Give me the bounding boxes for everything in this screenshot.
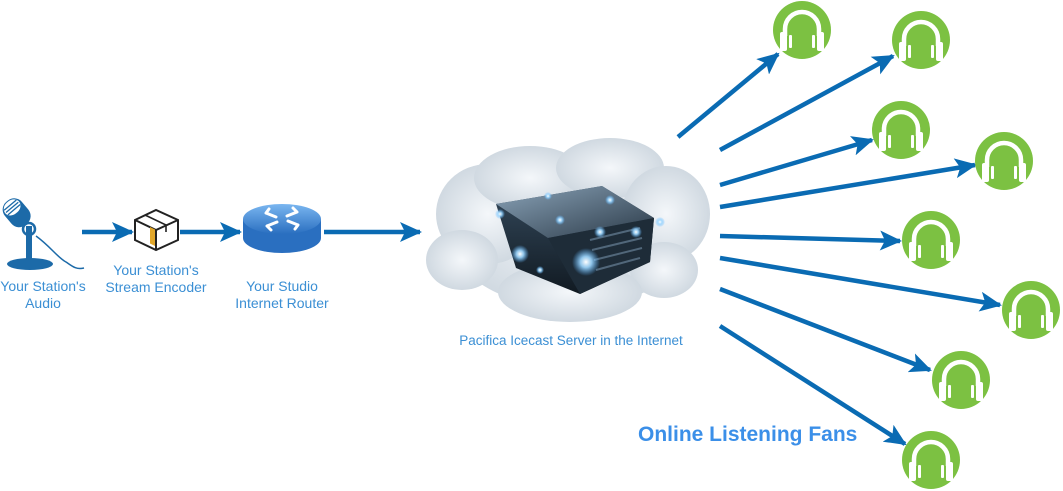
arrow-server-to-fan-3 xyxy=(719,136,874,188)
headphones-icon xyxy=(975,132,1033,190)
headphones-icon xyxy=(932,351,990,409)
arrow-server-to-fan-6 xyxy=(719,255,1002,312)
encoder-label-line-1: Your Station's xyxy=(113,262,199,278)
audio-label: Your Station's Audio xyxy=(0,278,86,312)
arrow-server-to-fan-4 xyxy=(719,158,977,210)
microphone-icon xyxy=(2,198,85,270)
audio-label-line-1: Your Station's xyxy=(0,278,86,294)
headphones-icon xyxy=(872,101,930,159)
headphones-icon xyxy=(773,1,831,59)
arrow-server-to-fan-7 xyxy=(719,286,932,373)
encoder-label: Your Station's Stream Encoder xyxy=(100,262,212,296)
stream-encoder-icon xyxy=(134,208,179,252)
router-label: Your Studio Internet Router xyxy=(226,278,338,312)
headphones-icon xyxy=(892,11,950,69)
arrow-server-to-fan-2 xyxy=(718,54,895,152)
router-label-line-1: Your Studio xyxy=(246,278,318,294)
router-icon xyxy=(243,204,321,253)
audio-label-line-2: Audio xyxy=(25,295,61,311)
server-label: Pacifica Icecast Server in the Internet xyxy=(459,333,683,348)
encoder-label-line-2: Stream Encoder xyxy=(105,279,207,295)
arrow-server-to-fan-5 xyxy=(719,230,902,251)
arrow-server-to-fan-1 xyxy=(676,52,780,139)
cloud-server-icon xyxy=(426,138,710,322)
arrow-server-to-fan-8 xyxy=(718,324,907,446)
router-label-line-2: Internet Router xyxy=(235,295,329,311)
headphones-icon xyxy=(902,211,960,269)
headphones-icon xyxy=(902,431,960,489)
headphones-icon xyxy=(1002,281,1060,339)
fans-title: Online Listening Fans xyxy=(638,423,858,446)
